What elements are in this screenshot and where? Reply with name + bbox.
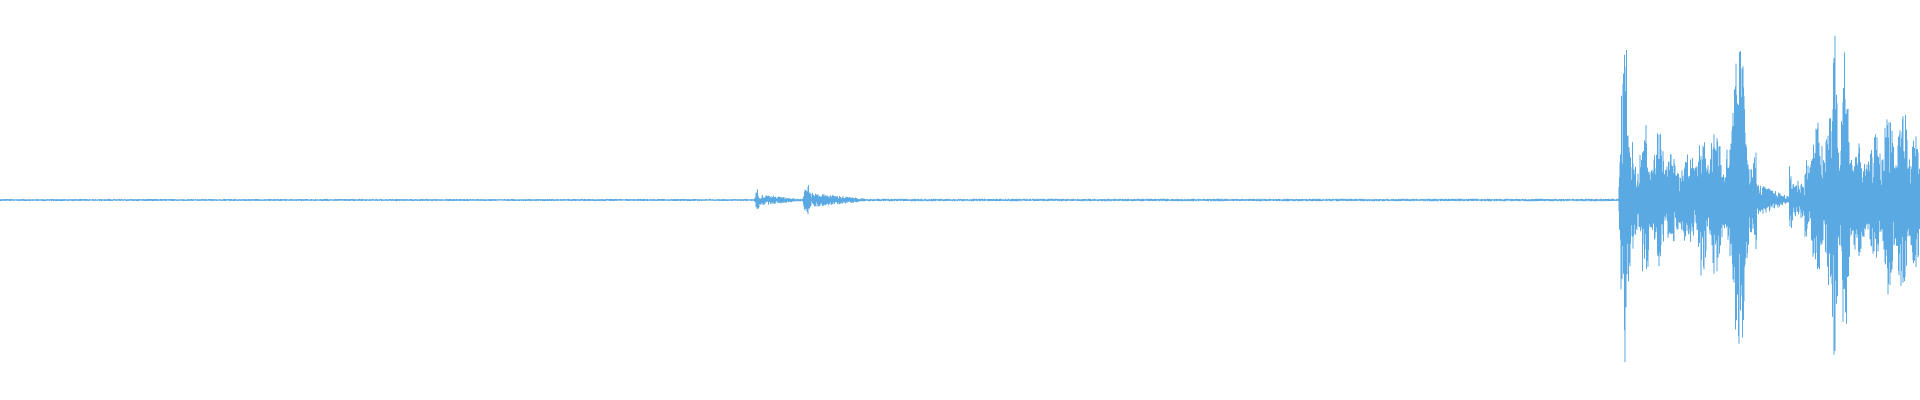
waveform-trace xyxy=(0,35,1920,363)
